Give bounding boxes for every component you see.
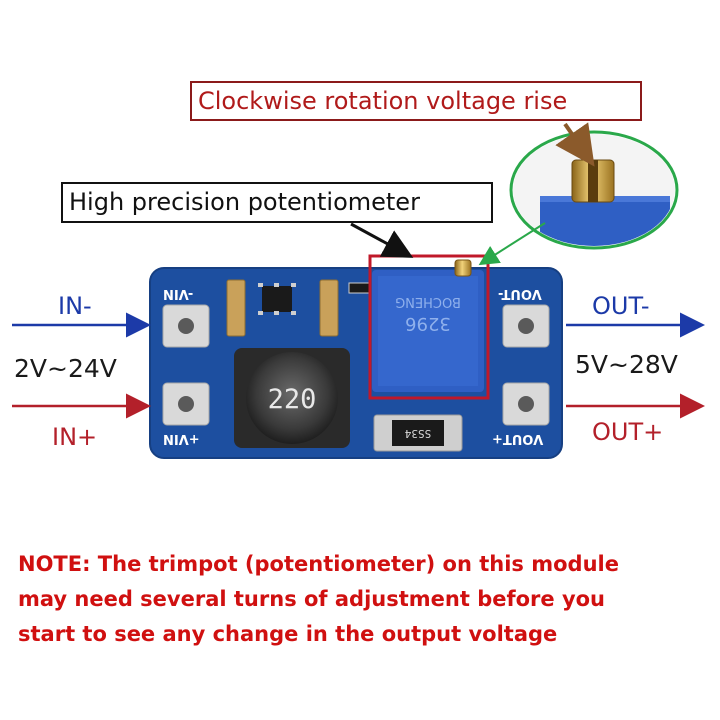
out-minus-label: OUT- [592, 292, 650, 320]
in-plus-label: IN+ [52, 423, 98, 451]
trimpot-brand: BOCHENG [395, 294, 461, 309]
potentiometer-callout: High precision potentiometer [61, 182, 493, 223]
zoom-pointer-line [478, 222, 546, 266]
in-minus-label: IN- [58, 292, 92, 320]
rotation-callout: Clockwise rotation voltage rise [190, 81, 642, 121]
diode [392, 420, 444, 446]
note-line-1: NOTE: The trimpot (potentiometer) on thi… [18, 552, 619, 576]
input-capacitor [226, 279, 246, 337]
out-plus-label: OUT+ [592, 418, 664, 446]
adjustment-note: NOTE: The trimpot (potentiometer) on thi… [18, 547, 718, 652]
output-capacitor [319, 279, 339, 337]
silk-vout-minus: VOUT- [498, 286, 542, 301]
input-voltage-range: 2V~24V [14, 354, 117, 383]
inductor-core [246, 352, 338, 444]
output-voltage-range: 5V~28V [575, 350, 678, 379]
inductor-marking: 220 [268, 384, 317, 415]
diode-marking: SS34 [404, 427, 431, 440]
potentiometer-pointer-arrow [350, 222, 414, 258]
potentiometer-highlight-box [368, 254, 490, 400]
rotation-pointer-arrow [555, 122, 595, 167]
trimpot-screw [454, 259, 472, 277]
ic-chip [262, 286, 292, 312]
silk-vin-minus: -VIN [163, 286, 194, 301]
silk-vin-plus: +VIN [163, 431, 200, 446]
note-line-3: start to see any change in the output vo… [18, 622, 558, 646]
silk-vout-plus: VOUT+ [492, 431, 544, 446]
trimpot-model: 3296 [405, 313, 451, 334]
note-line-2: may need several turns of adjustment bef… [18, 587, 606, 611]
